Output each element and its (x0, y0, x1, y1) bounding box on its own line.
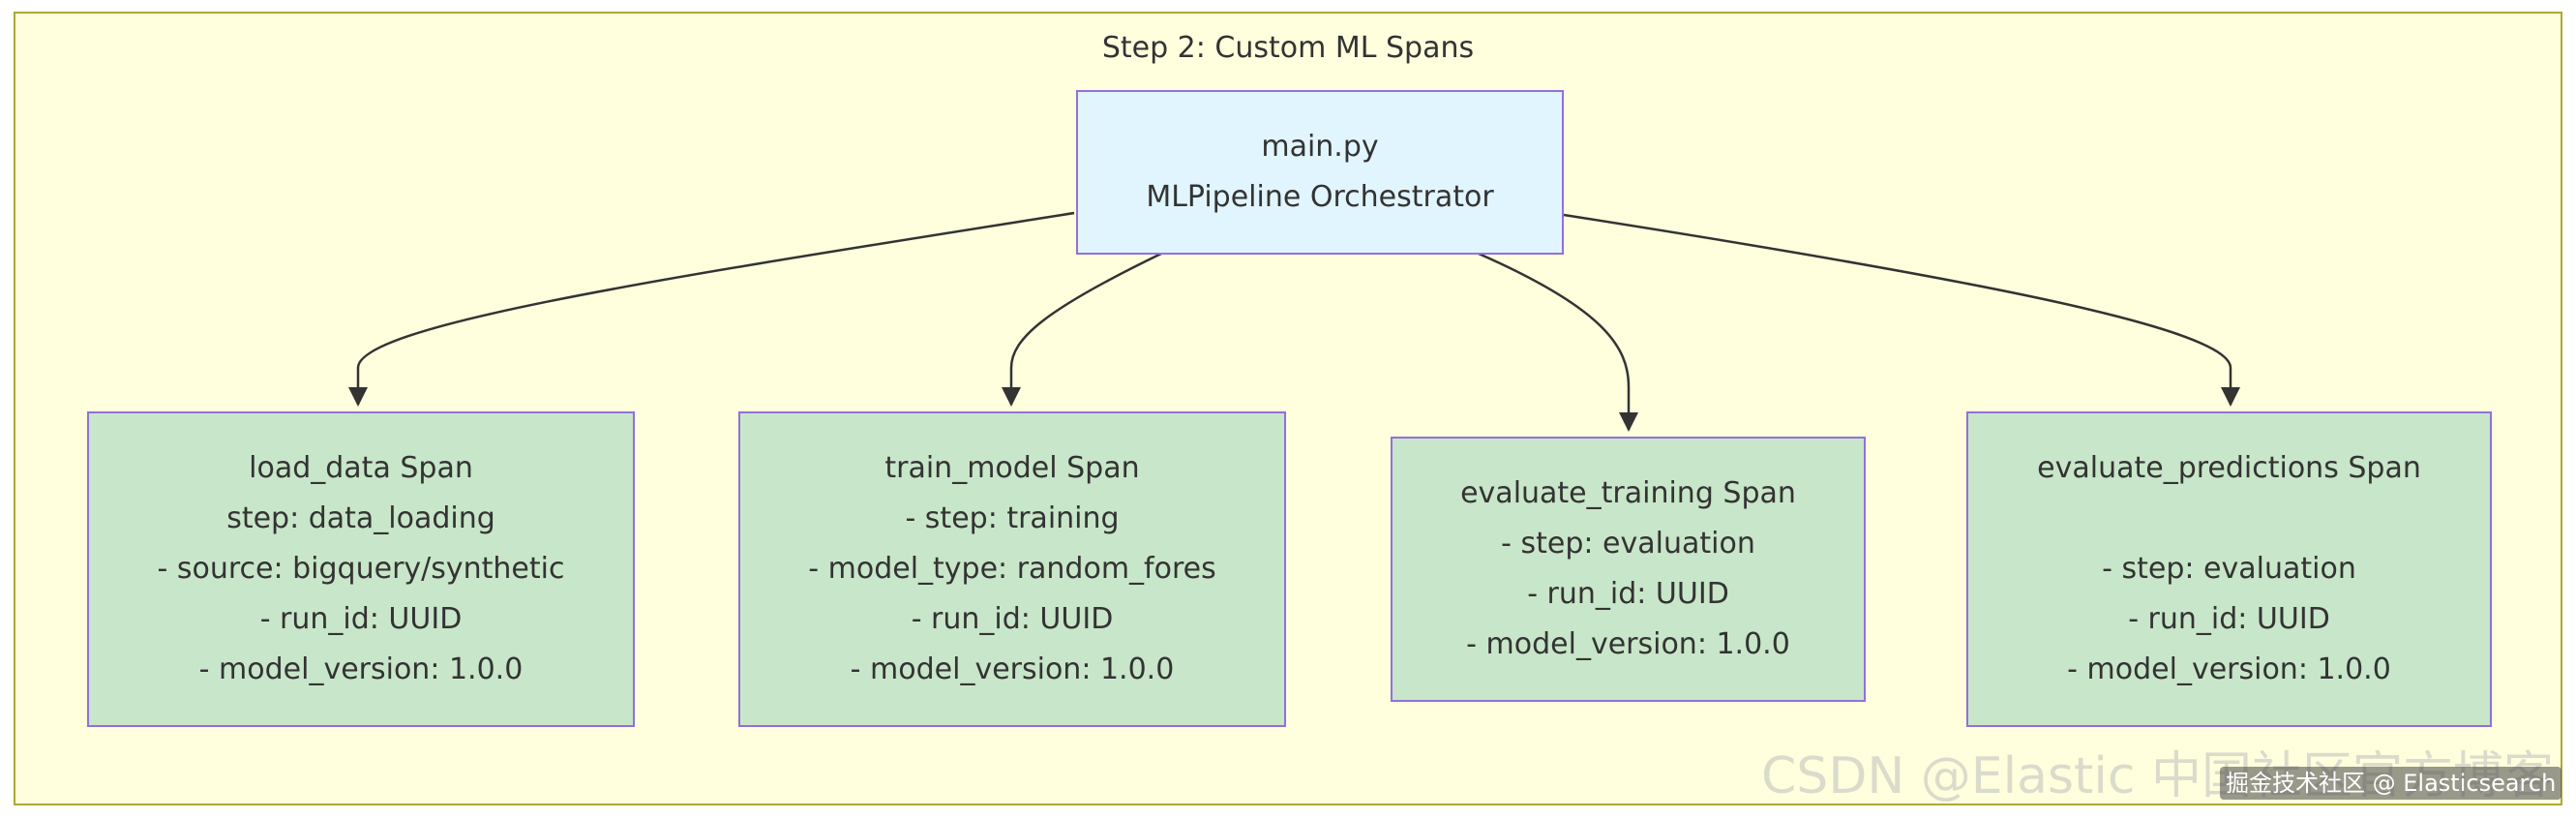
node-train-model-line: - run_id: UUID (911, 602, 1114, 636)
node-load-data-line: - source: bigquery/synthetic (157, 552, 565, 586)
node-evaluate-predictions-line: evaluate_predictions Span (2037, 451, 2421, 485)
node-evaluate-predictions-line: - step: evaluation (2102, 552, 2356, 586)
node-train-model-line: - model_type: random_fores (808, 552, 1216, 586)
credit-badge: 掘金技术社区 @ Elasticsearch (2220, 767, 2562, 800)
node-train-model-line: - model_version: 1.0.0 (850, 652, 1175, 686)
node-main-line: main.py (1261, 130, 1379, 164)
node-evaluate-training-line: - run_id: UUID (1527, 577, 1729, 611)
node-main-line: MLPipeline Orchestrator (1146, 180, 1494, 214)
node-evaluate-predictions-line: - model_version: 1.0.0 (2067, 652, 2391, 686)
edge-main-to-load-data (348, 211, 1075, 407)
edge-main-to-evaluate-predictions (1563, 213, 2240, 407)
node-train-model: train_model Span - step: training - mode… (738, 411, 1286, 727)
edge-main-to-train-model (1002, 252, 1162, 407)
node-evaluate-training-line: - model_version: 1.0.0 (1466, 627, 1790, 661)
node-load-data-line: - run_id: UUID (259, 602, 463, 636)
node-evaluate-training: evaluate_training Span - step: evaluatio… (1391, 437, 1866, 702)
cluster-title: Step 2: Custom ML Spans (1101, 31, 1475, 65)
node-evaluate-predictions-line: - run_id: UUID (2128, 602, 2330, 636)
node-evaluate-training-line: - step: evaluation (1501, 527, 1755, 561)
edge-main-to-evaluate-training (1478, 252, 1638, 432)
node-evaluate-training-line: evaluate_training Span (1460, 476, 1796, 510)
node-load-data: load_data Span step: data_loading - sour… (87, 411, 635, 727)
node-load-data-line: load_data Span (249, 451, 473, 485)
node-train-model-line: train_model Span (884, 451, 1140, 485)
node-evaluate-predictions-line (2225, 494, 2234, 544)
node-evaluate-predictions: evaluate_predictions Span - step: evalua… (1966, 411, 2492, 727)
node-train-model-line: - step: training (905, 501, 1120, 535)
node-load-data-line: - model_version: 1.0.0 (198, 652, 524, 686)
node-main: main.py MLPipeline Orchestrator (1076, 90, 1564, 255)
node-load-data-line: step: data_loading (226, 501, 495, 535)
